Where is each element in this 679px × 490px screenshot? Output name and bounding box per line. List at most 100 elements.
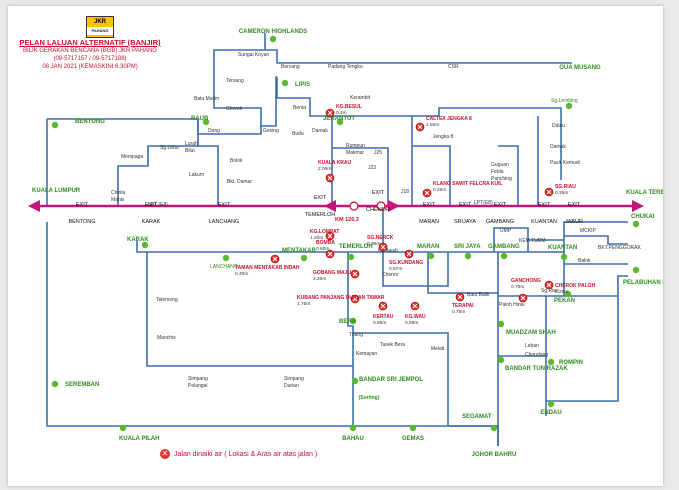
town-dot — [269, 35, 277, 43]
legend: ✕Jalan dinaiki air ( Lokasi & Aras air a… — [160, 449, 317, 459]
flood-location: SG.RIAU — [555, 184, 576, 190]
flood-marker-icon: ✕ — [160, 449, 170, 459]
flood-level: 0.59m — [405, 320, 418, 326]
town-label: KUALA PILAH — [119, 436, 159, 442]
exit-label: EXIT — [538, 202, 551, 208]
town-label: JOHOR BAHRU — [472, 452, 517, 458]
road-lanchang-telemong — [146, 252, 353, 367]
town-label: KUALA TERENGGANU — [626, 190, 663, 196]
flood-icon-cross — [352, 271, 358, 277]
place-label: Balok — [578, 258, 591, 264]
flood-location: GOBANG MAJU — [313, 270, 351, 276]
place-label: Panching — [491, 176, 512, 182]
town-label: CHUKAI — [631, 214, 655, 220]
place-label: Lakum — [189, 172, 204, 178]
flood-location: KG.LOMPAT — [310, 229, 339, 235]
exit-label: EXIT — [494, 202, 507, 208]
place-label: Lurah — [185, 141, 198, 147]
place-label: Leban — [525, 343, 539, 349]
place-label: Paloh Hinai — [499, 302, 525, 308]
flood-level: 0.25m — [555, 289, 568, 295]
flood-level: 0.60m — [316, 246, 329, 252]
flood-icon-cross — [352, 296, 358, 302]
place-label: Dalau — [552, 123, 565, 129]
road-kuantan-coast — [563, 221, 628, 252]
road-network — [46, 33, 628, 446]
place-label: Padang Tengku — [328, 64, 363, 70]
flood-icon-cross — [272, 256, 278, 262]
road-j25 — [332, 147, 389, 206]
highway-arrow-west — [28, 200, 40, 212]
flood-icon-cross — [327, 233, 333, 239]
town-label: BENTONG — [75, 119, 105, 125]
place-label: BKT.PENGGORAK — [598, 245, 641, 251]
town-label: KUALA LUMPUR — [32, 188, 81, 194]
town-label: TEMERLOH — [339, 244, 373, 250]
place-label: Bkt. Damar — [227, 179, 252, 185]
flood-icon-cross — [327, 175, 333, 181]
jkr-logo: JKR PAHANG — [86, 16, 114, 38]
place-label: Batu Balik — [467, 292, 490, 298]
place-label: Tasek Bera — [380, 342, 405, 348]
exit-label: EXIT — [218, 202, 231, 208]
place-label: LPT (E8) — [148, 202, 168, 208]
place-label: Pelangai — [188, 383, 207, 389]
town-dot — [347, 253, 355, 261]
town-dot — [497, 356, 505, 364]
road-jerantut-kuantan-north — [332, 107, 562, 180]
flood-level: 0.87m — [389, 266, 402, 272]
town-label: MARAN — [417, 244, 439, 250]
place-label: Kemayan — [356, 351, 377, 357]
exit-name: KUANTAN — [531, 219, 557, 225]
place-label: J25 — [374, 150, 382, 156]
place-label: LPT(E8) — [474, 200, 493, 206]
flood-location: KUBANG PANJANG DURIAN TAWAR — [297, 295, 385, 301]
town-dot — [547, 358, 555, 366]
road-maran-jengka — [412, 145, 451, 206]
town-dot — [222, 254, 230, 262]
town-label: LANCHANG — [210, 264, 238, 270]
town-dot — [632, 266, 640, 274]
road-maran-terapai — [427, 252, 498, 294]
exit-label: EXIT — [145, 202, 158, 208]
place-label: Durian — [284, 383, 299, 389]
flood-location: SG.NERCK — [367, 235, 394, 241]
highway-closure-marker — [349, 201, 359, 211]
town-dot — [427, 252, 435, 260]
town-dot — [500, 252, 508, 260]
flood-level: 0.26m — [433, 187, 446, 193]
town-dot — [141, 241, 149, 249]
exit-name: CHENOR — [366, 207, 390, 213]
place-label: MCKIP — [580, 228, 597, 234]
header-line-3: 08 JAN 2021 (KEMASKINI 6.30PM) — [42, 64, 138, 70]
town-label: RAUB — [191, 116, 209, 122]
place-label: Manis — [111, 197, 125, 203]
flood-icon-cross — [417, 124, 423, 130]
town-label: LIPIS — [295, 82, 310, 88]
place-label: Sg.Rian — [541, 288, 559, 294]
exit-name: BENTONG — [68, 219, 95, 225]
exit-label: EXIT — [423, 202, 436, 208]
town-label: SEGAMAT — [462, 414, 492, 420]
town-dot — [351, 377, 359, 385]
flood-location: KG.WAU — [405, 314, 426, 320]
road-temerloh-bera — [347, 252, 354, 426]
place-label: Damak — [550, 144, 566, 150]
flood-level: 1.20m — [310, 235, 323, 241]
town-dot — [632, 220, 640, 228]
place-label: Jengka 8 — [433, 134, 454, 140]
town-label: GEMAS — [402, 436, 424, 442]
place-label: Chenor — [382, 272, 399, 278]
town-dot — [490, 424, 498, 432]
